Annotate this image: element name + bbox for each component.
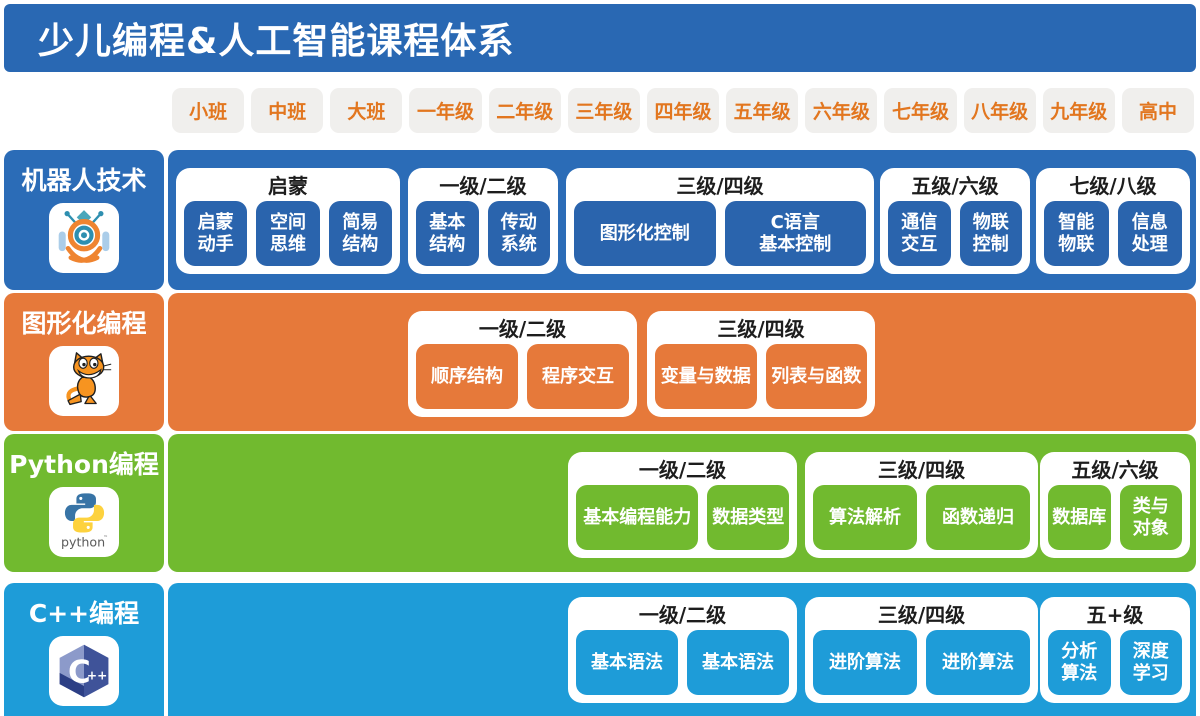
topic-card: 智能 物联 [1044,201,1109,266]
topic-card: 空间 思维 [256,201,320,266]
cpp-plus-plus: ++ [87,668,107,682]
grade-cell: 三年级 [567,88,640,133]
level-card: 一级/二级 顺序结构 程序交互 [408,311,637,417]
grade-cell: 高中 [1121,88,1195,133]
topic-card: 深度 学习 [1119,630,1182,695]
grade-cell: 二年级 [488,88,561,133]
topic-card: 基本 结构 [416,201,479,266]
cpp-icon-graphic: C ++ [59,644,109,698]
topic-card: 基本语法 [576,630,678,695]
grade-cell: 九年级 [1042,88,1115,133]
topic-card: 基本编程能力 [576,485,699,550]
level-label: 七级/八级 [1069,174,1157,198]
topic-card: 类与 对象 [1119,485,1182,550]
track-panel-block-coding: 一级/二级 顺序结构 程序交互 三级/四级 变量与数据 列表与函数 [168,293,1196,431]
topic-card: 基本语法 [687,630,789,695]
track-sidebar-block-coding: 图形化编程 [4,293,164,431]
level-card: 启蒙 启蒙 动手 空间 思维 简易 结构 [176,168,400,274]
topic-card: 数据类型 [707,485,789,550]
topic-card: 算法解析 [813,485,917,550]
level-card: 一级/二级 基本编程能力 数据类型 [568,452,797,558]
level-card: 五+级 分析 算法 深度 学习 [1040,597,1190,703]
topic-card: 进阶算法 [926,630,1030,695]
grade-cell: 八年级 [963,88,1036,133]
topic-card: 分析 算法 [1048,630,1111,695]
grade-cell: 五年级 [726,88,799,133]
topic-card: 变量与数据 [655,344,757,409]
level-label: 三级/四级 [877,603,966,627]
python-trademark: ™ [103,535,108,541]
topic-card: 信息 处理 [1117,201,1182,266]
track-title: 机器人技术 [21,166,147,195]
grade-cell: 大班 [330,88,403,133]
topic-card: 列表与函数 [765,344,867,409]
topic-card: 物联 控制 [959,201,1022,266]
robot-icon [49,203,119,273]
grade-cell: 四年级 [646,88,720,133]
level-label: 五+级 [1086,603,1144,627]
grade-cell: 六年级 [805,88,878,133]
level-card: 一级/二级 基本 结构 传动 系统 [408,168,558,274]
track-panel-python: 一级/二级 基本编程能力 数据类型 三级/四级 算法解析 函数递归 五级/六级 … [168,434,1196,572]
topic-card: 传动 系统 [487,201,550,266]
track-sidebar-cpp: C++编程 C ++ [4,583,164,716]
grade-row: 小班 中班 大班 一年级 二年级 三年级 四年级 五年级 六年级 七年级 八年级… [172,88,1195,133]
level-label: 五级/六级 [1071,458,1159,482]
level-label: 一级/二级 [478,317,567,341]
python-icon: python ™ [49,487,119,557]
level-card: 三级/四级 算法解析 函数递归 [805,452,1038,558]
level-label: 五级/六级 [911,174,999,198]
level-label: 启蒙 [268,174,308,198]
level-label: 一级/二级 [439,174,527,198]
topic-card: 启蒙 动手 [184,201,248,266]
track-panel-robotics: 启蒙 启蒙 动手 空间 思维 简易 结构 一级/二级 基本 结构 传动 系统 三… [168,150,1196,290]
grade-cell: 中班 [251,88,324,133]
topic-card: 通信 交互 [888,201,951,266]
scratch-cat-icon [49,346,119,416]
track-panel-cpp: 一级/二级 基本语法 基本语法 三级/四级 进阶算法 进阶算法 五+级 分析 算… [168,583,1196,716]
robot-icon-graphic [58,210,110,263]
track-sidebar-robotics: 机器人技术 [4,150,164,290]
cpp-letter-c: C [68,654,91,690]
topic-card: C语言 基本控制 [724,201,866,266]
level-label: 三级/四级 [717,317,805,341]
track-title: Python编程 [9,450,159,479]
grade-cell: 小班 [172,88,245,133]
grade-cell: 一年级 [409,88,482,133]
level-card: 三级/四级 变量与数据 列表与函数 [647,311,875,417]
page-header: 少儿编程&人工智能课程体系 [4,4,1196,72]
topic-card: 顺序结构 [416,344,518,409]
topic-card: 进阶算法 [813,630,917,695]
level-card: 三级/四级 图形化控制 C语言 基本控制 [566,168,874,274]
topic-card: 简易 结构 [328,201,392,266]
level-card: 一级/二级 基本语法 基本语法 [568,597,797,703]
level-label: 三级/四级 [676,174,764,198]
topic-card: 数据库 [1048,485,1111,550]
page-title: 少儿编程&人工智能课程体系 [38,21,515,62]
cpp-icon: C ++ [49,636,119,706]
track-row-python: Python编程 python ™ 一级/二级 基本编程能力 [0,434,1200,572]
level-label: 三级/四级 [877,458,966,482]
python-wordmark: python [61,534,105,549]
level-card: 三级/四级 进阶算法 进阶算法 [805,597,1038,703]
topic-card: 函数递归 [926,485,1030,550]
level-label: 一级/二级 [638,603,727,627]
level-label: 一级/二级 [638,458,727,482]
track-row-cpp: C++编程 C ++ 一级/二级 基本语法 基本语法 三级/ [0,583,1200,716]
level-card: 五级/六级 数据库 类与 对象 [1040,452,1190,558]
track-title: C++编程 [28,599,140,628]
python-icon-graphic: python ™ [61,493,108,549]
grade-cell: 七年级 [884,88,957,133]
topic-card: 图形化控制 [574,201,716,266]
track-row-robotics: 机器人技术 [0,150,1200,290]
topic-card: 程序交互 [527,344,629,409]
track-row-block-coding: 图形化编程 [0,293,1200,431]
level-card: 五级/六级 通信 交互 物联 控制 [880,168,1030,274]
track-sidebar-python: Python编程 python ™ [4,434,164,572]
scratch-cat-icon-graphic [66,352,112,406]
track-title: 图形化编程 [21,309,147,338]
level-card: 七级/八级 智能 物联 信息 处理 [1036,168,1190,274]
